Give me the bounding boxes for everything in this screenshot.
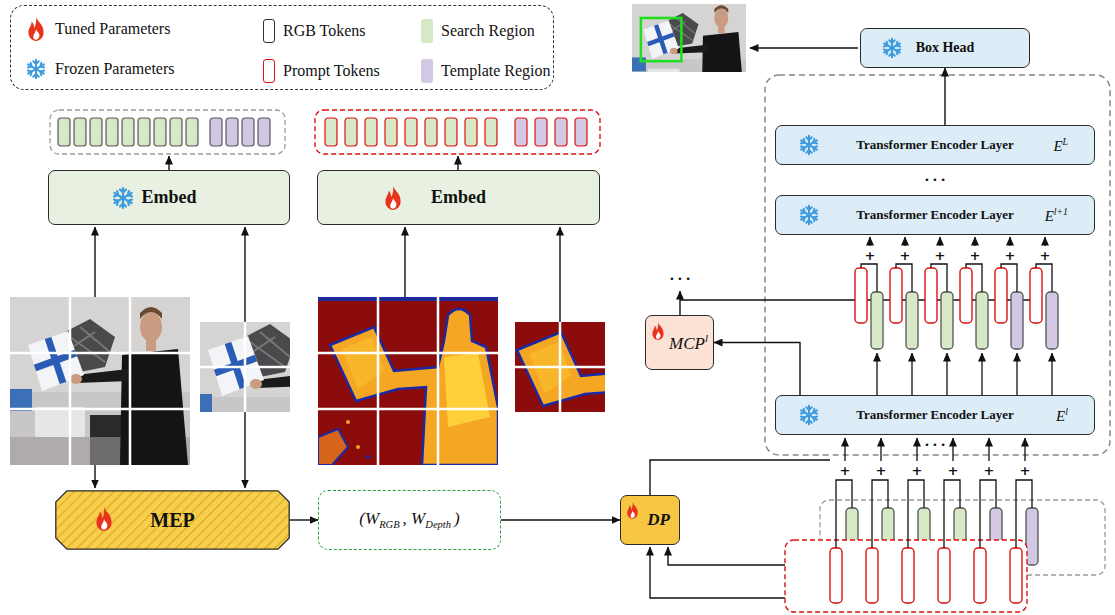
plus-sign: + bbox=[865, 249, 876, 262]
snow-glyph bbox=[883, 39, 902, 57]
snow-icon bbox=[798, 133, 820, 157]
layer-superscript: L bbox=[1063, 136, 1068, 147]
layer-index: El+1 bbox=[1045, 207, 1068, 224]
legend-text: Frozen Parameters bbox=[55, 60, 175, 78]
text-group: Embed bbox=[141, 187, 196, 208]
plus-sign: + bbox=[900, 249, 911, 262]
layer-symbol: E bbox=[1053, 138, 1062, 154]
flame-glyph bbox=[652, 322, 663, 340]
text-group: DP bbox=[647, 510, 670, 530]
weight-symbol: , W bbox=[403, 509, 426, 528]
node-label: DP bbox=[647, 510, 670, 529]
layer-superscript: l bbox=[1065, 406, 1068, 417]
legend-swatch bbox=[421, 19, 433, 43]
plus-sign: + bbox=[876, 464, 887, 477]
flame-glyph bbox=[385, 186, 400, 210]
layer-name: Transformer Encoder Layer bbox=[856, 207, 1013, 222]
prompt-module: MCPl bbox=[645, 315, 714, 370]
snow-icon bbox=[111, 185, 135, 211]
legend-text: Template Region bbox=[441, 62, 551, 80]
snow-icon bbox=[25, 56, 47, 82]
legend-box: Tuned ParametersFrozen Parameters RGB Tok… bbox=[10, 5, 554, 90]
box-head: Box Head bbox=[860, 28, 1030, 68]
snow-glyph bbox=[800, 206, 819, 224]
snow-glyph bbox=[27, 60, 46, 78]
layer-symbol: E bbox=[1045, 208, 1054, 224]
flame-icon bbox=[650, 321, 666, 341]
node-label: Box Head bbox=[916, 40, 975, 55]
weight-subscript: RGB bbox=[379, 519, 399, 530]
text-group: Transformer Encoder Layer bbox=[856, 208, 1013, 223]
plus-sign: + bbox=[984, 464, 995, 477]
embed-box: Embed bbox=[317, 170, 600, 225]
layer-symbol: E bbox=[1056, 408, 1065, 424]
weight-symbol: ) bbox=[454, 509, 460, 528]
node-label: MEP bbox=[150, 509, 194, 531]
weight-subscript: Depth bbox=[425, 519, 451, 530]
module-name: MCP bbox=[669, 334, 705, 353]
legend-text: Search Region bbox=[441, 22, 535, 40]
flame-glyph bbox=[28, 17, 43, 41]
legend-text: Tuned Parameters bbox=[55, 20, 170, 38]
legend-swatch bbox=[421, 59, 433, 83]
module-superscript: l bbox=[705, 332, 708, 344]
dp-module: DP bbox=[620, 495, 680, 545]
encoder-layer: Transformer Encoder Layer El bbox=[775, 395, 1095, 435]
flame-icon bbox=[25, 16, 47, 42]
embed-box: Embed bbox=[48, 170, 290, 225]
text-group: Transformer Encoder Layer bbox=[856, 138, 1013, 153]
layer-index: El bbox=[1056, 407, 1068, 424]
plus-sign: + bbox=[948, 464, 959, 477]
connector bbox=[714, 343, 800, 396]
rgb-token-sample bbox=[263, 19, 275, 43]
encoder-layer: Transformer Encoder Layer El+1 bbox=[775, 195, 1095, 235]
node-label: Embed bbox=[431, 187, 486, 207]
text-group: Box Head bbox=[916, 40, 975, 56]
snow-glyph bbox=[800, 406, 819, 424]
prompt-token-sample bbox=[263, 59, 275, 83]
connector bbox=[944, 68, 945, 125]
weight-symbol: (W bbox=[359, 509, 379, 528]
legend-text: RGB Tokens bbox=[283, 22, 366, 40]
node-label: Embed bbox=[141, 187, 196, 207]
plus-sign: + bbox=[912, 464, 923, 477]
snow-icon bbox=[798, 203, 820, 227]
text-group: MCPl bbox=[669, 332, 708, 353]
mep-module: MEP bbox=[55, 490, 290, 550]
snow-icon bbox=[881, 36, 903, 60]
plus-sign: + bbox=[1040, 249, 1051, 262]
snow-glyph bbox=[113, 188, 133, 208]
connector bbox=[290, 519, 318, 520]
plus-sign: + bbox=[970, 249, 981, 262]
ellipsis: • • • bbox=[669, 275, 691, 284]
plus-sign: + bbox=[935, 249, 946, 262]
ellipsis: • • • bbox=[924, 176, 946, 185]
layer-name: Transformer Encoder Layer bbox=[856, 137, 1013, 152]
layer-index: EL bbox=[1053, 137, 1068, 154]
text-group: Transformer Encoder Layer bbox=[856, 408, 1013, 423]
flame-icon bbox=[625, 501, 640, 520]
plus-sign: + bbox=[840, 464, 851, 477]
layer-superscript: l+1 bbox=[1054, 206, 1068, 217]
legend-text: Prompt Tokens bbox=[283, 62, 380, 80]
snow-glyph bbox=[800, 136, 819, 154]
text-group: Embed bbox=[431, 187, 486, 208]
layer-name: Transformer Encoder Layer bbox=[856, 407, 1013, 422]
text-group: (WRGB , WDepth) bbox=[359, 509, 459, 532]
flame-glyph bbox=[96, 507, 111, 531]
connector bbox=[501, 519, 620, 520]
flame-glyph bbox=[627, 502, 638, 519]
weight-box: (WRGB , WDepth) bbox=[318, 490, 501, 550]
plus-sign: + bbox=[1020, 464, 1031, 477]
flame-icon bbox=[93, 506, 115, 532]
plus-sign: + bbox=[1005, 249, 1016, 262]
ellipsis: • • • bbox=[924, 441, 946, 450]
mep-shape bbox=[56, 491, 289, 549]
text-group: MEP bbox=[150, 509, 194, 532]
snow-icon bbox=[798, 403, 820, 427]
flame-icon bbox=[382, 185, 404, 211]
encoder-layer: Transformer Encoder Layer EL bbox=[775, 125, 1095, 165]
